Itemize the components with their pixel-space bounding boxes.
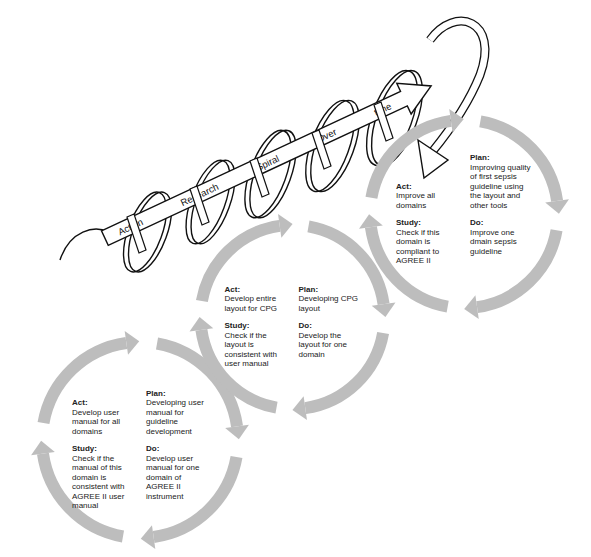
quadrant-text: Plan:Developing CPG layout: [299, 285, 363, 314]
cycle-arrowhead: [225, 425, 249, 440]
cycle-ring: [355, 108, 573, 320]
phase-heading: Plan:: [299, 285, 363, 295]
phase-description: Improving quality of first sepsis guidel…: [470, 163, 534, 211]
quadrant-text: Act:Develop entire layout for CPG: [225, 285, 289, 314]
cycle-arrowhead: [141, 525, 156, 549]
phase-description: Develop the layout for one domain: [299, 331, 363, 360]
phase-description: Improve all domains: [396, 191, 460, 210]
cycle-arc: [202, 226, 280, 301]
cycle-arrowhead: [464, 295, 479, 319]
spiral-tail: [60, 229, 108, 260]
pdsa-cycle: Act:Develop user manual for all domains P…: [25, 330, 255, 550]
phase-description: Check if the layout is consistent with u…: [225, 331, 289, 369]
pdsa-cycle: Act:Develop entire layout for CPGPlan:De…: [185, 213, 400, 421]
spiral-hook: [430, 21, 485, 152]
cycle-arrowhead: [545, 199, 569, 214]
phase-description: Developing CPG layout: [299, 294, 363, 313]
cycle-arrowhead: [190, 317, 214, 332]
spiral-hook: [430, 21, 485, 152]
phase-heading: Plan:: [470, 153, 534, 163]
cycle-arrowhead: [125, 331, 140, 355]
phase-description: Develop user manual for one domain of AG…: [146, 454, 210, 502]
cycle-ring: [185, 213, 400, 421]
phase-heading: Study:: [225, 321, 289, 331]
cycle-arrowhead: [449, 109, 464, 133]
cycle-arrowhead: [31, 441, 55, 456]
phase-heading: Study:: [396, 218, 460, 228]
quadrant-text: Do:Improve one dmain sepsis guideline: [470, 218, 534, 256]
cycle-arrowhead: [372, 303, 396, 318]
cycle-arrowhead: [278, 214, 293, 238]
phase-heading: Act:: [72, 398, 136, 408]
quadrant-text: Do:Develop user manual for one domain of…: [146, 444, 210, 501]
phase-description: Check if this domain is compliant to AGR…: [396, 228, 460, 266]
quadrant-text: Plan:Developing user manual for guidelin…: [146, 389, 210, 437]
phase-heading: Do:: [146, 444, 210, 454]
cycle-ring: [25, 330, 255, 550]
phase-heading: Plan:: [146, 389, 210, 399]
phase-description: Developing user manual for guideline dev…: [146, 398, 210, 436]
phase-description: Develop user manual for all domains: [72, 408, 136, 437]
phase-description: Develop entire layout for CPG: [225, 294, 289, 313]
phase-heading: Study:: [72, 444, 136, 454]
pdsa-cycle: Act:Improve all domains Plan:Improving qu…: [355, 108, 573, 320]
quadrant-text: Study:Check if this domain is compliant …: [396, 218, 460, 266]
phase-heading: Act:: [396, 182, 460, 192]
phase-heading: Do:: [470, 218, 534, 228]
phase-description: Improve one dmain sepsis guideline: [470, 228, 534, 257]
quadrant-text: Study:Check if the manual of this domain…: [72, 444, 136, 511]
cycle-arrowhead: [292, 396, 307, 420]
quadrant-text: Act:Improve all domains: [396, 182, 460, 211]
phase-heading: Do:: [299, 321, 363, 331]
quadrant-text: Do:Develop the layout for one domain: [299, 321, 363, 359]
quadrant-text: Plan:Improving quality of first sepsis g…: [470, 153, 534, 210]
quadrant-text: Act:Develop user manual for all domains: [72, 398, 136, 436]
phase-heading: Act:: [225, 285, 289, 295]
phase-description: Check if the manual of this domain is co…: [72, 454, 136, 511]
cycle-arrowhead: [359, 214, 383, 229]
quadrant-text: Study:Check if the layout is consistent …: [225, 321, 289, 369]
spiral-arrowhead: [418, 140, 448, 178]
